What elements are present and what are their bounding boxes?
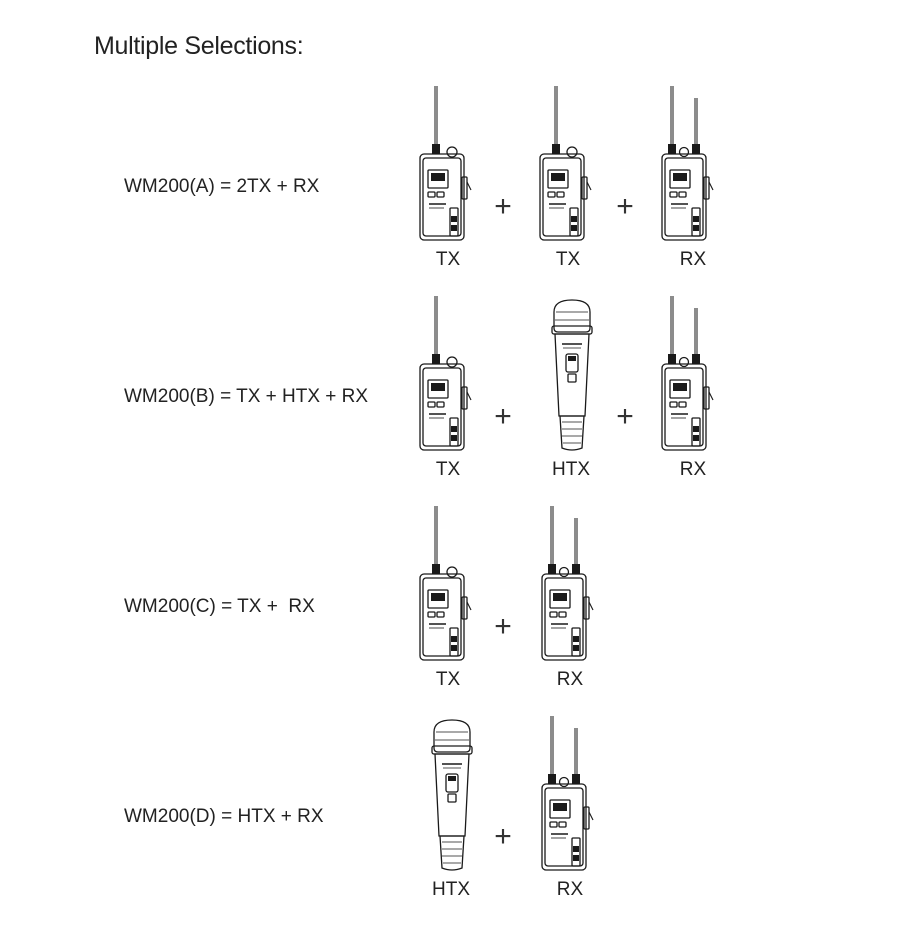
- tx-transmitter-image: [538, 82, 594, 249]
- device-label: RX: [679, 249, 707, 270]
- plus-sign: +: [494, 610, 512, 643]
- htx-handheld-mic-image: [546, 298, 598, 461]
- device-label: RX: [556, 669, 584, 690]
- device-label: HTX: [552, 459, 590, 480]
- htx-handheld-mic-image: [426, 718, 478, 881]
- device-label: TX: [555, 249, 581, 270]
- device-label: TX: [435, 459, 461, 480]
- combo-b: WM200(B) = TX + HTX + RX TX + HTX +: [0, 292, 906, 502]
- tx-transmitter-image: [418, 82, 474, 249]
- formula-label: WM200(B) = TX + HTX + RX: [124, 386, 369, 407]
- formula-label: WM200(A) = 2TX + RX: [124, 176, 320, 197]
- combo-a: WM200(A) = 2TX + RX TX + TX +: [0, 82, 906, 292]
- rx-receiver-image: [540, 502, 596, 669]
- device-label: RX: [679, 459, 707, 480]
- tx-transmitter-image: [418, 502, 474, 669]
- combo-d: WM200(D) = HTX + RX HTX + RX: [0, 712, 906, 922]
- tx-transmitter-image: [418, 292, 474, 459]
- device-label: TX: [435, 669, 461, 690]
- rx-receiver-image: [660, 82, 716, 249]
- formula-label: WM200(D) = HTX + RX: [124, 806, 324, 827]
- formula-label: WM200(C) = TX + RX: [124, 596, 315, 617]
- rx-receiver-image: [540, 712, 596, 879]
- device-label: TX: [435, 249, 461, 270]
- rx-receiver-image: [660, 292, 716, 459]
- page-title: Multiple Selections:: [94, 32, 304, 60]
- plus-sign: +: [494, 190, 512, 223]
- plus-sign: +: [494, 820, 512, 853]
- plus-sign: +: [616, 400, 634, 433]
- plus-sign: +: [494, 400, 512, 433]
- plus-sign: +: [616, 190, 634, 223]
- device-label: HTX: [432, 879, 470, 900]
- device-label: RX: [556, 879, 584, 900]
- combo-c: WM200(C) = TX + RX TX + RX: [0, 502, 906, 712]
